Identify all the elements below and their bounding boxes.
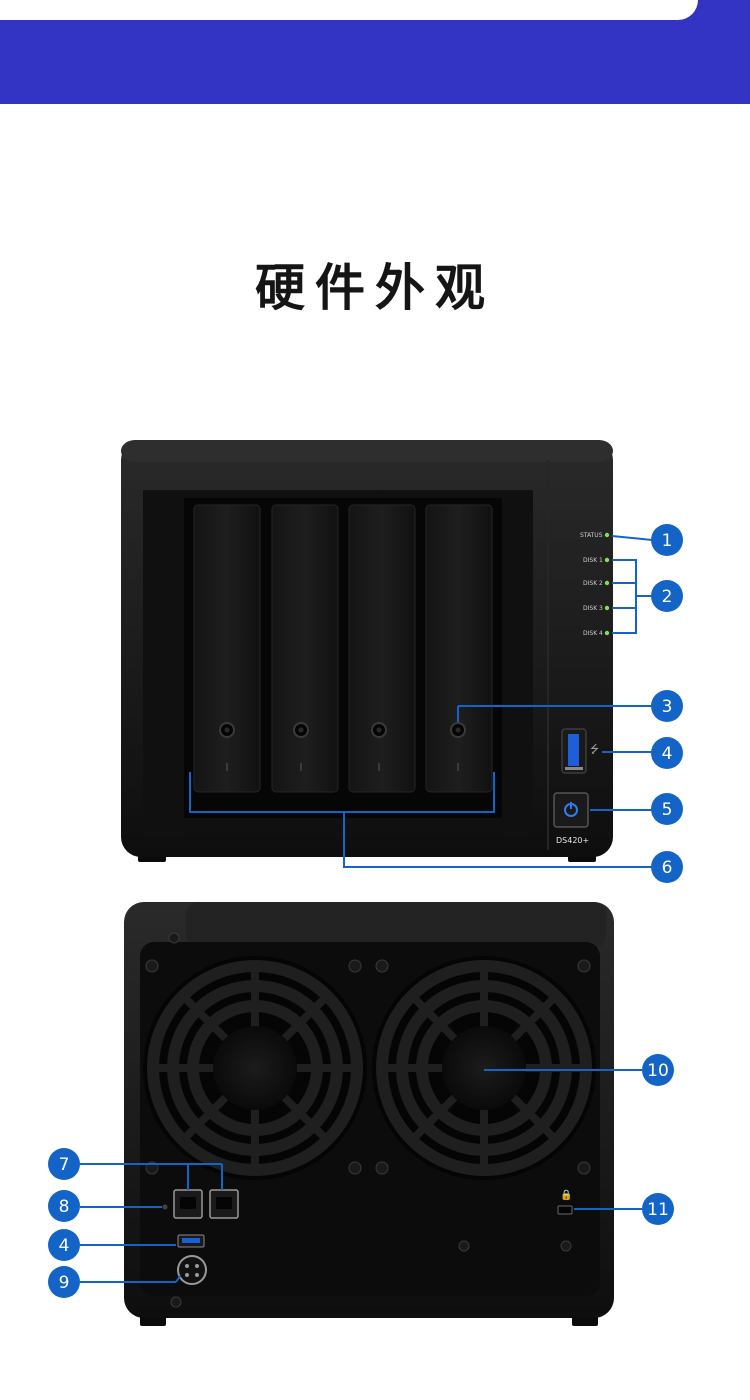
svg-text:9: 9: [59, 1273, 70, 1293]
callout-1: 1: [651, 524, 683, 556]
rear-callout-lines: [80, 1069, 642, 1283]
banner-card: [0, 0, 698, 20]
callout-7: 7: [48, 1148, 80, 1180]
svg-text:2: 2: [662, 587, 673, 607]
svg-text:4: 4: [662, 744, 673, 764]
led-label-disk1: DISK 1: [583, 557, 603, 564]
callout-5: 5: [651, 793, 683, 825]
front-callout-lines: [189, 535, 653, 868]
callout-3: 3: [651, 690, 683, 722]
drive-tray-1[interactable]: [193, 504, 261, 793]
header-banner: [0, 0, 750, 104]
callout-8: 8: [48, 1190, 80, 1222]
led-disk4: [604, 630, 610, 636]
led-disk1: [604, 557, 610, 563]
rear-usb-port[interactable]: [177, 1234, 205, 1248]
lock-icon: 🔒: [560, 1189, 572, 1201]
led-label-status: STATUS: [580, 532, 603, 539]
status-led-group: STATUS DISK 1 DISK 2 DISK 3 DISK 4: [580, 532, 610, 637]
svg-text:11: 11: [647, 1200, 669, 1220]
reset-pinhole[interactable]: [162, 1204, 168, 1210]
nas-front-view: STATUS DISK 1 DISK 2 DISK 3 DISK 4 ⭍ DS4…: [121, 440, 613, 862]
led-label-disk4: DISK 4: [583, 630, 603, 637]
led-label-disk2: DISK 2: [583, 580, 603, 587]
front-panel-divider: [547, 460, 549, 850]
rear-top-lid: [186, 902, 606, 948]
callout-11: 11: [642, 1193, 674, 1225]
usb-symbol-icon: ⭍: [590, 743, 599, 756]
svg-text:8: 8: [59, 1197, 70, 1217]
model-label: DS420+: [556, 836, 589, 845]
led-label-disk3: DISK 3: [583, 605, 603, 612]
page-title: 硬件外观: [255, 259, 495, 317]
lan-port-1[interactable]: [173, 1189, 203, 1219]
svg-text:4: 4: [59, 1236, 70, 1256]
svg-text:5: 5: [662, 800, 673, 820]
callout-6: 6: [651, 851, 683, 883]
drive-tray-3[interactable]: [348, 504, 416, 793]
led-disk2: [604, 580, 610, 586]
dc-power-port[interactable]: [177, 1255, 207, 1285]
kensington-lock-slot[interactable]: [557, 1205, 573, 1215]
drive-tray-2[interactable]: [271, 504, 339, 793]
svg-text:1: 1: [662, 531, 673, 551]
fan-left: [143, 956, 367, 1180]
power-button[interactable]: [553, 792, 589, 828]
callout-4-front: 4: [651, 737, 683, 769]
callout-4-rear: 4: [48, 1229, 80, 1261]
drive-tray-4[interactable]: [425, 504, 493, 793]
front-usb-port[interactable]: [561, 728, 587, 774]
led-disk3: [604, 605, 610, 611]
fan-right: [372, 956, 596, 1180]
callout-2: 2: [651, 580, 683, 612]
nas-rear-view: 🔒: [124, 902, 614, 1326]
led-status: [604, 532, 610, 538]
svg-text:3: 3: [662, 697, 673, 717]
svg-text:7: 7: [59, 1155, 70, 1175]
callout-9: 9: [48, 1266, 80, 1298]
svg-text:6: 6: [662, 858, 673, 878]
front-top-edge: [121, 440, 613, 462]
lan-port-2[interactable]: [209, 1189, 239, 1219]
callout-10: 10: [642, 1054, 674, 1086]
svg-text:10: 10: [647, 1061, 669, 1081]
